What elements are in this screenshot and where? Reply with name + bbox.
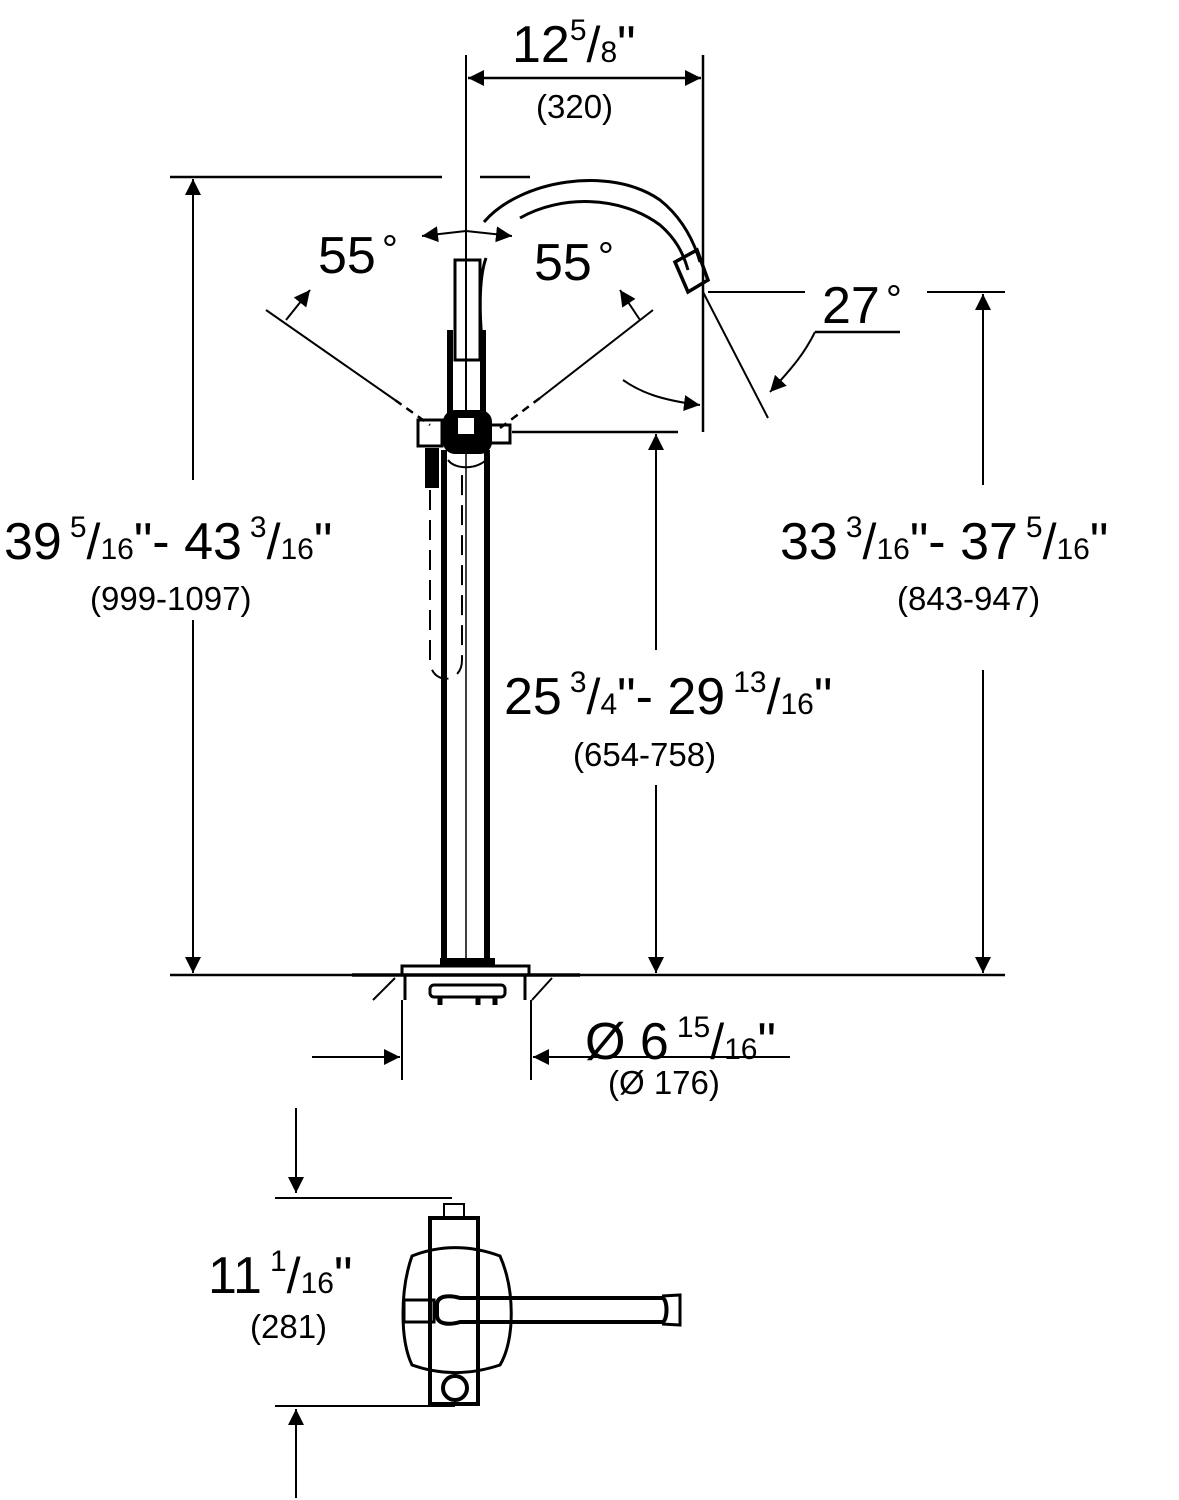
fraction-slash: / xyxy=(86,514,101,570)
spout-min-den: 16 xyxy=(876,533,910,566)
base-diameter-metric: (Ø 176) xyxy=(608,1064,720,1101)
fraction-slash: / xyxy=(266,514,281,570)
handle-min-num: 3 xyxy=(569,666,587,699)
range-separator: - xyxy=(928,513,946,571)
fraction-slash: / xyxy=(586,17,601,73)
angle-right-value: 55 xyxy=(534,234,592,292)
overall-min-num: 5 xyxy=(69,511,87,544)
handle-max-den: 16 xyxy=(780,688,814,721)
spout-height-metric: (843-947) xyxy=(897,580,1041,617)
unit: " xyxy=(333,1247,353,1305)
degree-symbol: ° xyxy=(597,235,614,279)
handle-max-num: 13 xyxy=(733,666,767,699)
fraction-slash: / xyxy=(286,1248,301,1304)
overall-height-metric: (999-1097) xyxy=(90,580,252,617)
unit: " xyxy=(909,513,929,571)
handle-max-whole: 29 xyxy=(667,668,726,726)
spout-reach-metric: (320) xyxy=(536,88,614,125)
range-separator: - xyxy=(635,668,653,726)
overall-min-den: 16 xyxy=(100,533,134,566)
degree-symbol: ° xyxy=(381,228,398,272)
angle-left-label: 55° xyxy=(318,230,398,282)
unit: " xyxy=(757,1013,776,1071)
unit: " xyxy=(1089,513,1109,571)
diameter-symbol: Ø xyxy=(585,1013,626,1071)
overall-max-whole: 43 xyxy=(184,513,242,571)
spout-min-num: 3 xyxy=(845,511,863,544)
reach-unit: " xyxy=(617,16,636,74)
fraction-slash: / xyxy=(586,669,601,725)
depth-num: 1 xyxy=(269,1245,287,1278)
angle-right-label: 55° xyxy=(534,237,614,289)
depth-den: 16 xyxy=(300,1267,334,1300)
base-den: 16 xyxy=(724,1033,758,1066)
degree-symbol: ° xyxy=(885,278,902,322)
top-view-depth-metric: (281) xyxy=(250,1308,328,1345)
spout-tilt-angle-label: 27° xyxy=(822,280,902,332)
fraction-slash: / xyxy=(862,514,877,570)
reach-num: 5 xyxy=(569,14,587,47)
unit: " xyxy=(617,668,636,726)
fraction-slash: / xyxy=(1042,514,1057,570)
top-view xyxy=(275,1108,682,1498)
depth-whole: 11 xyxy=(208,1247,262,1305)
spout-max-num: 5 xyxy=(1025,511,1043,544)
unit: " xyxy=(133,513,153,571)
handle-min-whole: 25 xyxy=(504,668,562,726)
angle-left-value: 55 xyxy=(318,227,376,285)
spout-max-den: 16 xyxy=(1056,533,1090,566)
base-whole: 6 xyxy=(639,1013,669,1071)
overall-min-whole: 39 xyxy=(4,513,62,571)
fraction-slash: / xyxy=(766,669,781,725)
overall-max-den: 16 xyxy=(280,533,314,566)
handle-height-metric: (654-758) xyxy=(573,736,717,773)
base-num: 15 xyxy=(676,1011,711,1044)
spout-min-whole: 33 xyxy=(780,513,838,571)
fraction-slash: / xyxy=(710,1014,725,1070)
overall-max-num: 3 xyxy=(249,511,267,544)
unit: " xyxy=(313,513,333,571)
side-view xyxy=(170,55,1005,1080)
spout-max-whole: 37 xyxy=(960,513,1018,571)
unit: " xyxy=(813,668,833,726)
spout-tilt-value: 27 xyxy=(822,277,880,335)
reach-den: 8 xyxy=(600,36,618,69)
spout-reach-label: 125/8" xyxy=(512,14,636,74)
range-separator: - xyxy=(152,513,170,571)
handle-min-den: 4 xyxy=(600,688,618,721)
reach-whole: 12 xyxy=(512,16,570,74)
